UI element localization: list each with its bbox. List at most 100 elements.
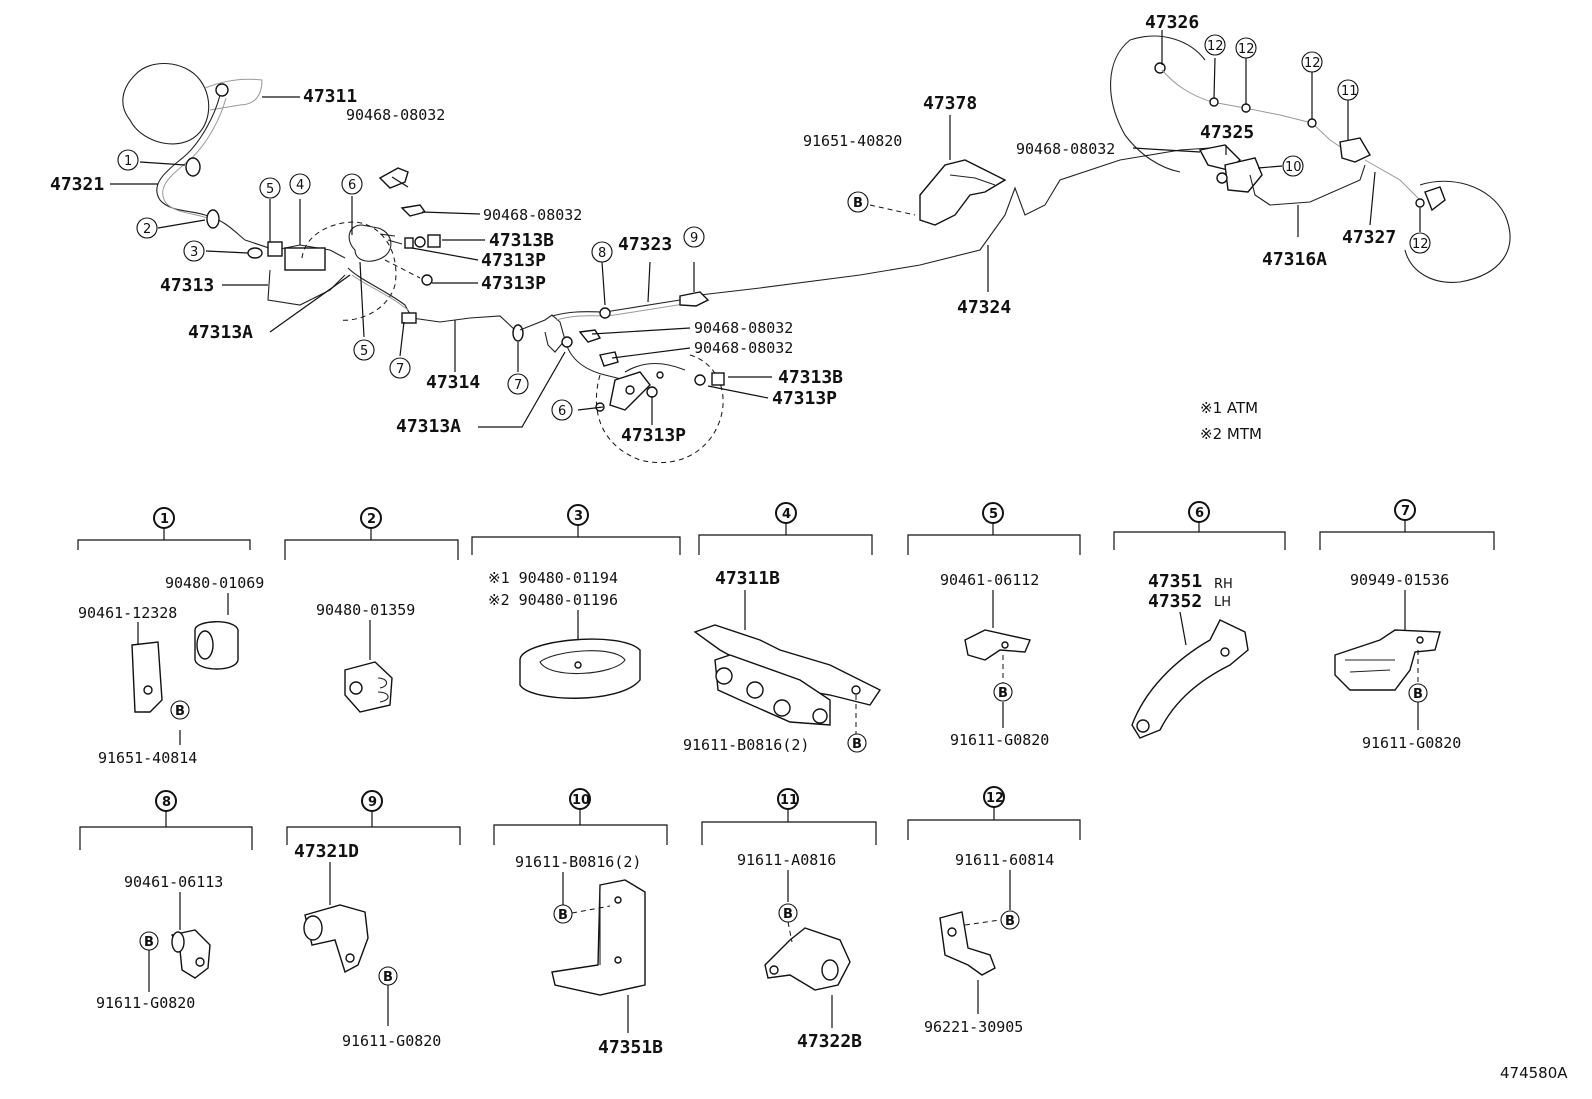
rear-right-brake-drum bbox=[1110, 35, 1511, 283]
bracket-47378 bbox=[869, 159, 1007, 226]
d1-b-mark: B bbox=[175, 704, 185, 719]
d5-b-mark: B bbox=[998, 686, 1008, 701]
upper-callouts: 1 2 3 4 5 6 5 7 7 8 9 6 B 12 12 12 11 10… bbox=[117, 34, 1431, 421]
d7-label-a: 90949-01536 bbox=[1350, 571, 1449, 589]
label-47324: 47324 bbox=[957, 297, 1011, 318]
callout-11: 11 bbox=[1341, 84, 1358, 99]
detail-head-12: 12 bbox=[986, 791, 1004, 806]
d3-label-b: ※2 90480-01196 bbox=[488, 591, 618, 609]
label-47313A-a: 47313A bbox=[188, 322, 253, 343]
label-90468-e: 90468-08032 bbox=[1016, 140, 1115, 158]
d7-b-mark: B bbox=[1413, 687, 1423, 702]
callout-7a: 7 bbox=[396, 362, 404, 377]
detail-head-8: 8 bbox=[162, 795, 171, 810]
detail-head-3: 3 bbox=[574, 509, 583, 524]
d8-b-mark: B bbox=[144, 935, 154, 950]
label-91651-40820: 91651-40820 bbox=[803, 132, 902, 150]
note-atm: ※1 ATM bbox=[1200, 399, 1258, 417]
label-47325: 47325 bbox=[1200, 122, 1254, 143]
callout-10: 10 bbox=[1285, 160, 1302, 175]
callout-8: 8 bbox=[598, 246, 606, 261]
d12-label-a: 91611-60814 bbox=[955, 851, 1054, 869]
d5-label-b: 91611-G0820 bbox=[950, 731, 1049, 749]
leader-lines bbox=[110, 30, 1421, 428]
callout-7b: 7 bbox=[514, 378, 522, 393]
label-47314: 47314 bbox=[426, 372, 480, 393]
d1-label-c: 91651-40814 bbox=[98, 749, 197, 767]
detail-head-10: 10 bbox=[572, 793, 590, 808]
label-47311: 47311 bbox=[303, 86, 357, 107]
d10-b-mark: B bbox=[558, 908, 568, 923]
d1-label-b: 90461-12328 bbox=[78, 604, 177, 622]
note-mtm: ※2 MTM bbox=[1200, 425, 1262, 443]
detail-head-1: 1 bbox=[160, 512, 169, 527]
d5-label-a: 90461-06112 bbox=[940, 571, 1039, 589]
d10-label-b: 47351B bbox=[598, 1037, 663, 1058]
front-left-brake-drum bbox=[122, 63, 263, 145]
callout-6b: 6 bbox=[558, 404, 566, 419]
d8-label-b: 91611-G0820 bbox=[96, 994, 195, 1012]
callout-9: 9 bbox=[690, 231, 698, 246]
label-90468-d: 90468-08032 bbox=[694, 339, 793, 357]
label-47313: 47313 bbox=[160, 275, 214, 296]
label-47321: 47321 bbox=[50, 174, 104, 195]
d12-label-b: 96221-30905 bbox=[924, 1018, 1023, 1036]
label-90468-b: 90468-08032 bbox=[483, 206, 582, 224]
d9-label-a: 47321D bbox=[294, 841, 359, 862]
d4-label-b: 91611-B0816(2) bbox=[683, 736, 809, 754]
d6-rh: RH bbox=[1214, 577, 1233, 592]
label-47313P-c: 47313P bbox=[772, 388, 837, 409]
label-47313P-a: 47313P bbox=[481, 250, 546, 271]
label-90468-c: 90468-08032 bbox=[694, 319, 793, 337]
d8-label-a: 90461-06113 bbox=[124, 873, 223, 891]
d6-label-a: 47351 bbox=[1148, 571, 1202, 592]
label-47316A: 47316A bbox=[1262, 249, 1327, 270]
callout-12d: 12 bbox=[1412, 237, 1429, 252]
diagram-code: 474580A bbox=[1500, 1064, 1568, 1082]
callout-12a: 12 bbox=[1207, 39, 1224, 54]
d6-lh: LH bbox=[1214, 595, 1231, 610]
callout-1: 1 bbox=[124, 154, 132, 169]
detail-head-2: 2 bbox=[367, 512, 376, 527]
label-47313B-a: 47313B bbox=[489, 230, 554, 251]
d2-label-a: 90480-01359 bbox=[316, 601, 415, 619]
label-47313B-b: 47313B bbox=[778, 367, 843, 388]
label-47323: 47323 bbox=[618, 234, 672, 255]
d6-label-b: 47352 bbox=[1148, 591, 1202, 612]
label-90468-a: 90468-08032 bbox=[346, 106, 445, 124]
callout-5b: 5 bbox=[360, 344, 368, 359]
d11-b-mark: B bbox=[783, 907, 793, 922]
callout-6a: 6 bbox=[348, 178, 356, 193]
detail-head-5: 5 bbox=[989, 507, 998, 522]
detail-head-11: 11 bbox=[780, 793, 798, 808]
label-47313A-b: 47313A bbox=[396, 416, 461, 437]
label-47327: 47327 bbox=[1342, 227, 1396, 248]
callout-2: 2 bbox=[143, 222, 151, 237]
d10-label-a: 91611-B0816(2) bbox=[515, 853, 641, 871]
d7-label-b: 91611-G0820 bbox=[1362, 734, 1461, 752]
d4-b-mark: B bbox=[852, 737, 862, 752]
detail-head-6: 6 bbox=[1195, 506, 1204, 521]
d1-label-a: 90480-01069 bbox=[165, 574, 264, 592]
callout-3: 3 bbox=[190, 245, 198, 260]
d11-label-b: 47322B bbox=[797, 1031, 862, 1052]
label-47313P-b: 47313P bbox=[481, 273, 546, 294]
d11-label-a: 91611-A0816 bbox=[737, 851, 836, 869]
rear-brake-bracket bbox=[595, 354, 725, 464]
callout-b-upper: B bbox=[853, 196, 863, 211]
callout-12c: 12 bbox=[1304, 56, 1321, 71]
callout-5a: 5 bbox=[266, 182, 274, 197]
callout-12b: 12 bbox=[1238, 42, 1255, 57]
left-pipe-network bbox=[156, 94, 626, 381]
detail-head-4: 4 bbox=[782, 507, 791, 522]
detail-row-1: 1 2 3 4 5 6 7 90480-01069 90461-12328 91… bbox=[77, 499, 1495, 767]
d9-label-b: 91611-G0820 bbox=[342, 1032, 441, 1050]
detail-row-2: 8 9 10 11 12 90461-06113 91611-G0820 B 4… bbox=[79, 786, 1081, 1058]
label-47326: 47326 bbox=[1145, 12, 1199, 33]
detail-head-9: 9 bbox=[368, 795, 377, 810]
label-47378: 47378 bbox=[923, 93, 977, 114]
d3-label-a: ※1 90480-01194 bbox=[488, 569, 618, 587]
d4-label-a: 47311B bbox=[715, 568, 780, 589]
callout-4: 4 bbox=[296, 178, 304, 193]
